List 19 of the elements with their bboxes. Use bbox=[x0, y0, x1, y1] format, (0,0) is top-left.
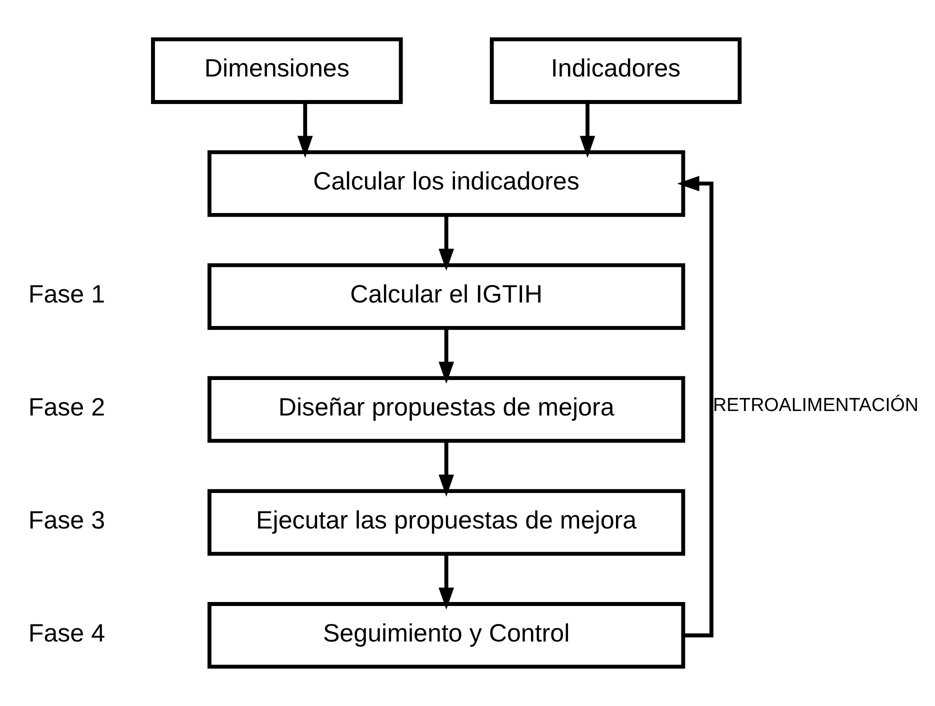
node-box: Seguimiento y Control bbox=[208, 602, 686, 669]
node-box: Indicadores bbox=[490, 37, 742, 104]
arrow bbox=[580, 102, 596, 158]
arrow bbox=[438, 215, 454, 271]
arrow bbox=[438, 554, 454, 610]
arrow bbox=[297, 102, 313, 158]
arrow bbox=[438, 328, 454, 384]
label: Fase 1 bbox=[28, 280, 106, 308]
arrow bbox=[677, 176, 714, 638]
label: Fase 3 bbox=[28, 506, 106, 534]
node-box: Dimensiones bbox=[151, 37, 403, 104]
label: Fase 2 bbox=[28, 393, 106, 422]
node-box: Diseñar propuestas de mejora bbox=[208, 376, 686, 443]
node-box: Calcular los indicadores bbox=[208, 150, 686, 217]
edge-label: RETROALIMENTACIÓN bbox=[712, 394, 919, 416]
node-box: Ejecutar las propuestas de mejora bbox=[208, 489, 686, 556]
label: Fase 4 bbox=[28, 619, 106, 648]
arrow bbox=[438, 440, 454, 497]
node-box: Calcular el IGTIH bbox=[208, 263, 686, 330]
